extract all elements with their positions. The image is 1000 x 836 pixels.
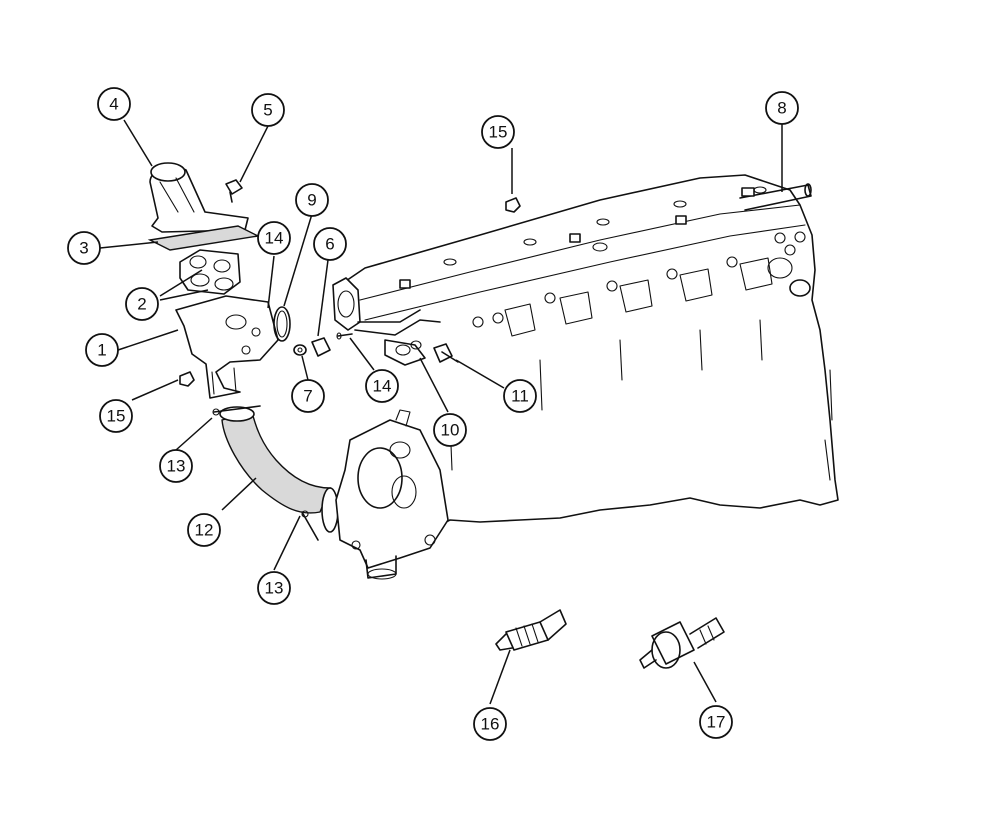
callout-4-label: 4 <box>109 95 118 114</box>
water-pump <box>335 409 449 580</box>
callout-1: 1 <box>85 333 119 367</box>
callout-6-label: 6 <box>325 235 334 254</box>
callout-15-left: 15 <box>99 399 133 433</box>
callout-4: 4 <box>97 87 131 121</box>
leader-lines <box>99 119 783 705</box>
callout-9: 9 <box>295 183 329 217</box>
nut-15-left <box>179 371 195 387</box>
clamp-13-lower <box>301 510 319 541</box>
thermostat-housing-1 <box>175 295 279 399</box>
callout-14-upper: 14 <box>257 221 291 255</box>
callout-15-top-label: 15 <box>489 123 508 142</box>
sensor-16 <box>495 609 567 651</box>
callout-7-label: 7 <box>303 387 312 406</box>
engine-block <box>339 174 839 556</box>
callout-13-upper-label: 13 <box>167 457 186 476</box>
outlet-elbow <box>149 162 249 233</box>
sensor-17 <box>639 617 725 669</box>
callout-13-lower-label: 13 <box>265 579 284 598</box>
flange-gasket <box>332 277 441 366</box>
callout-3: 3 <box>67 231 101 265</box>
callout-16: 16 <box>473 707 507 741</box>
callout-13-upper: 13 <box>159 449 193 483</box>
callout-8-label: 8 <box>777 99 786 118</box>
washer-7 <box>293 344 307 356</box>
callout-17: 17 <box>699 705 733 739</box>
hose-12 <box>219 406 339 533</box>
nut-15-top <box>505 197 521 213</box>
callout-13-lower: 13 <box>257 571 291 605</box>
callouts: 4 5 3 14 9 6 2 1 <box>67 87 799 741</box>
callout-15-left-label: 15 <box>107 407 126 426</box>
callout-3-label: 3 <box>79 239 88 258</box>
callout-8: 8 <box>765 91 799 125</box>
callout-12-label: 12 <box>195 521 214 540</box>
callout-6: 6 <box>313 227 347 261</box>
callout-14-upper-label: 14 <box>265 229 284 248</box>
o-ring-9 <box>273 306 291 342</box>
callout-5-label: 5 <box>263 101 272 120</box>
callout-10-label: 10 <box>441 421 460 440</box>
callout-9-label: 9 <box>307 191 316 210</box>
callout-11: 11 <box>503 379 537 413</box>
callout-5: 5 <box>251 93 285 127</box>
clamp-13-upper <box>212 405 261 416</box>
bolt-11 <box>433 343 459 363</box>
plug-6 <box>311 337 331 357</box>
callout-15-top: 15 <box>481 115 515 149</box>
callout-14-right-label: 14 <box>373 377 392 396</box>
callout-16-label: 16 <box>481 715 500 734</box>
callout-12: 12 <box>187 513 221 547</box>
callout-1-label: 1 <box>97 341 106 360</box>
callout-2: 2 <box>125 287 159 321</box>
callout-7: 7 <box>291 379 325 413</box>
callout-17-label: 17 <box>707 713 726 732</box>
callout-14-right: 14 <box>365 369 399 403</box>
callout-2-label: 2 <box>137 295 146 314</box>
callout-11-label: 11 <box>511 387 529 406</box>
bolt-5 <box>225 179 243 203</box>
callout-10: 10 <box>433 413 467 447</box>
thermostats-2 <box>179 249 241 295</box>
stud-14 <box>336 332 353 340</box>
